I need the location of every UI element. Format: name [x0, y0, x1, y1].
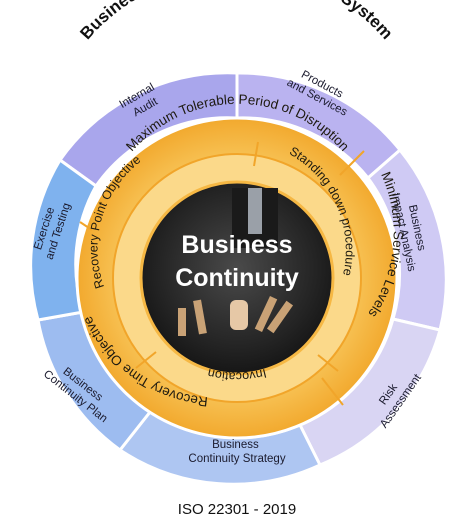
center-label-line1: Business — [181, 231, 292, 259]
label-invocation: Invocation — [206, 366, 268, 384]
footer-standard: ISO 22301 - 2019 — [178, 501, 296, 518]
label-business-continuity-strategy: Business Continuity Strategy — [188, 439, 285, 465]
diagram-title: Business Continuity Management System — [76, 0, 396, 43]
ring-dividers — [79, 141, 365, 406]
center-label-line2: Continuity — [175, 264, 299, 292]
center-image — [139, 180, 335, 376]
suit-graphic — [232, 188, 278, 248]
domino-graphic — [178, 295, 294, 336]
